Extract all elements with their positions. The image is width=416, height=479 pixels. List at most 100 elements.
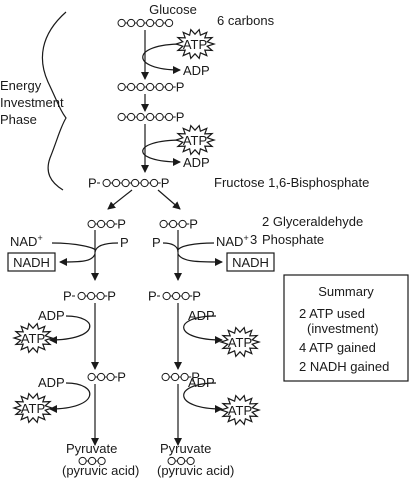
phosphate-label: P: [148, 289, 157, 304]
phase-label-3: Phase: [0, 112, 37, 127]
atp-label: ATP: [21, 331, 45, 346]
carbon-circle-icon: [165, 112, 174, 122]
atp-starburst-icon: ATP: [12, 392, 54, 424]
phosphate-label: P: [88, 176, 97, 191]
adp-label: ADP: [183, 155, 210, 170]
phosphate-label: P: [192, 289, 201, 304]
carbon-circle-icon: [97, 456, 106, 466]
adp-atp-curve-left-2: [49, 382, 91, 413]
carbon-circle-icon: [131, 178, 140, 188]
glucose-carbon-chain: [117, 18, 174, 28]
atp-starburst-icon: ATP: [174, 28, 216, 60]
phosphate-curve-left: [94, 242, 119, 253]
adp-label: ADP: [188, 308, 215, 323]
carbon-circle-icon: [162, 291, 171, 301]
carbon-circle-icon: [155, 82, 164, 92]
split-arrow-right: [157, 189, 181, 210]
carbon-circle-icon: [165, 18, 174, 28]
adp-atp-curve-right-1: [183, 315, 223, 344]
phosphate-curve-right: [162, 242, 179, 253]
carbon-circle-icon: [150, 178, 159, 188]
carbon-circle-icon: [97, 219, 106, 229]
carbon-circle-icon: [106, 219, 115, 229]
carbon-circle-icon: [186, 456, 195, 466]
summary-line-2: (investment): [307, 321, 379, 336]
nadh-box-left: [7, 252, 56, 272]
glucose-label: Glucose: [149, 2, 197, 17]
carbon-circle-icon: [87, 219, 96, 229]
nadh-box-right: [226, 252, 275, 272]
carbon-circle-icon: [117, 82, 126, 92]
adp-atp-curve-right-2: [183, 382, 223, 413]
glucose-6-phosphate-chain: P: [117, 80, 185, 95]
fructose-label: Fructose 1,6-Bisphosphate: [214, 175, 369, 190]
nad-label-left: NAD+: [10, 233, 43, 249]
g3p-label-2: Phosphate: [262, 232, 324, 247]
atp-adp-curve-1: [142, 43, 183, 74]
adp-label: ADP: [38, 375, 65, 390]
atp-label: ATP: [228, 335, 252, 350]
atp-starburst-icon: ATP: [174, 124, 216, 156]
g3p-chain-right: P: [159, 217, 198, 232]
phase-label-2: Investment: [0, 95, 64, 110]
pyruvate-label-left: Pyruvate: [66, 441, 117, 456]
atp-label: ATP: [21, 401, 45, 416]
summary-border: [283, 274, 409, 382]
summary-title: Summary: [318, 284, 374, 299]
nadh-label-left: NADH: [13, 255, 50, 270]
nad-curve-left-out: [59, 253, 96, 266]
carbon-circle-icon: [127, 18, 136, 28]
carbon-circle-icon: [178, 219, 187, 229]
nad-label-right: NAD+: [216, 233, 249, 249]
carbon-circle-icon: [136, 18, 145, 28]
nad-curve-right-in: [177, 242, 215, 251]
atp-starburst-icon: ATP: [219, 326, 261, 358]
carbon-circle-icon: [121, 178, 130, 188]
nad-curve-left-in: [51, 242, 96, 251]
adp-label: ADP: [188, 375, 215, 390]
phosphate-label: P: [176, 80, 185, 95]
atp-label: ATP: [183, 133, 207, 148]
phosphate-label: P: [117, 370, 126, 385]
carbon-circle-icon: [146, 82, 155, 92]
adp-atp-curve-left-1: [49, 315, 91, 344]
carbon-circle-icon: [77, 291, 86, 301]
phosphate-label: P: [107, 289, 116, 304]
adp-label: ADP: [38, 308, 65, 323]
carbon-circle-icon: [112, 178, 121, 188]
carbon-circle-icon: [171, 372, 180, 382]
phosphate-label: P: [191, 370, 200, 385]
summary-line-4: 2 NADH gained: [299, 359, 389, 374]
pyruvic-acid-label-left: (pyruvic acid): [62, 463, 139, 478]
carbon-circle-icon: [169, 219, 178, 229]
carbon-circle-icon: [136, 112, 145, 122]
carbon-circle-icon: [87, 291, 96, 301]
phosphate-label: P: [63, 289, 72, 304]
summary-line-1: 2 ATP used: [299, 306, 365, 321]
carbon-circle-icon: [172, 291, 181, 301]
carbon-circle-icon: [181, 291, 190, 301]
atp-starburst-icon: ATP: [219, 394, 261, 426]
fructose-6-phosphate-chain: P: [117, 110, 185, 125]
pyruvate-label-right: Pyruvate: [160, 441, 211, 456]
g3p-chain-left: P: [87, 217, 126, 232]
pep-chain-left: P: [87, 370, 126, 385]
pyruvate-chain-left: [78, 456, 106, 466]
carbon-circle-icon: [140, 178, 149, 188]
phosphate-label-left: P: [120, 235, 129, 250]
phosphate-label: P: [176, 110, 185, 125]
atp-starburst-icon: ATP: [12, 322, 54, 354]
carbon-circle-icon: [96, 291, 105, 301]
phase-label-1: Energy: [0, 78, 42, 93]
carbon-circle-icon: [161, 372, 170, 382]
split-arrow-left: [107, 189, 133, 210]
pep-chain-right: P: [161, 370, 200, 385]
carbon-circle-icon: [117, 18, 126, 28]
atp-adp-curve-2: [142, 139, 183, 166]
carbon-circle-icon: [127, 82, 136, 92]
carbon-circle-icon: [165, 82, 174, 92]
phosphate-label: P: [117, 217, 126, 232]
